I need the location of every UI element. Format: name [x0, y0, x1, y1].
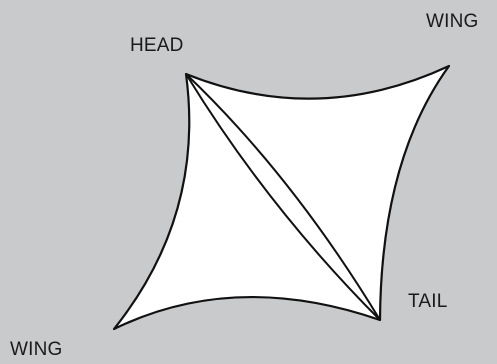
- sail-shape: [114, 66, 449, 329]
- wing-corner-label-top: WING: [426, 12, 479, 31]
- wing-corner-label-bottom: WING: [10, 340, 63, 359]
- head-corner-label: HEAD: [130, 36, 184, 55]
- tail-corner-label: TAIL: [408, 292, 448, 311]
